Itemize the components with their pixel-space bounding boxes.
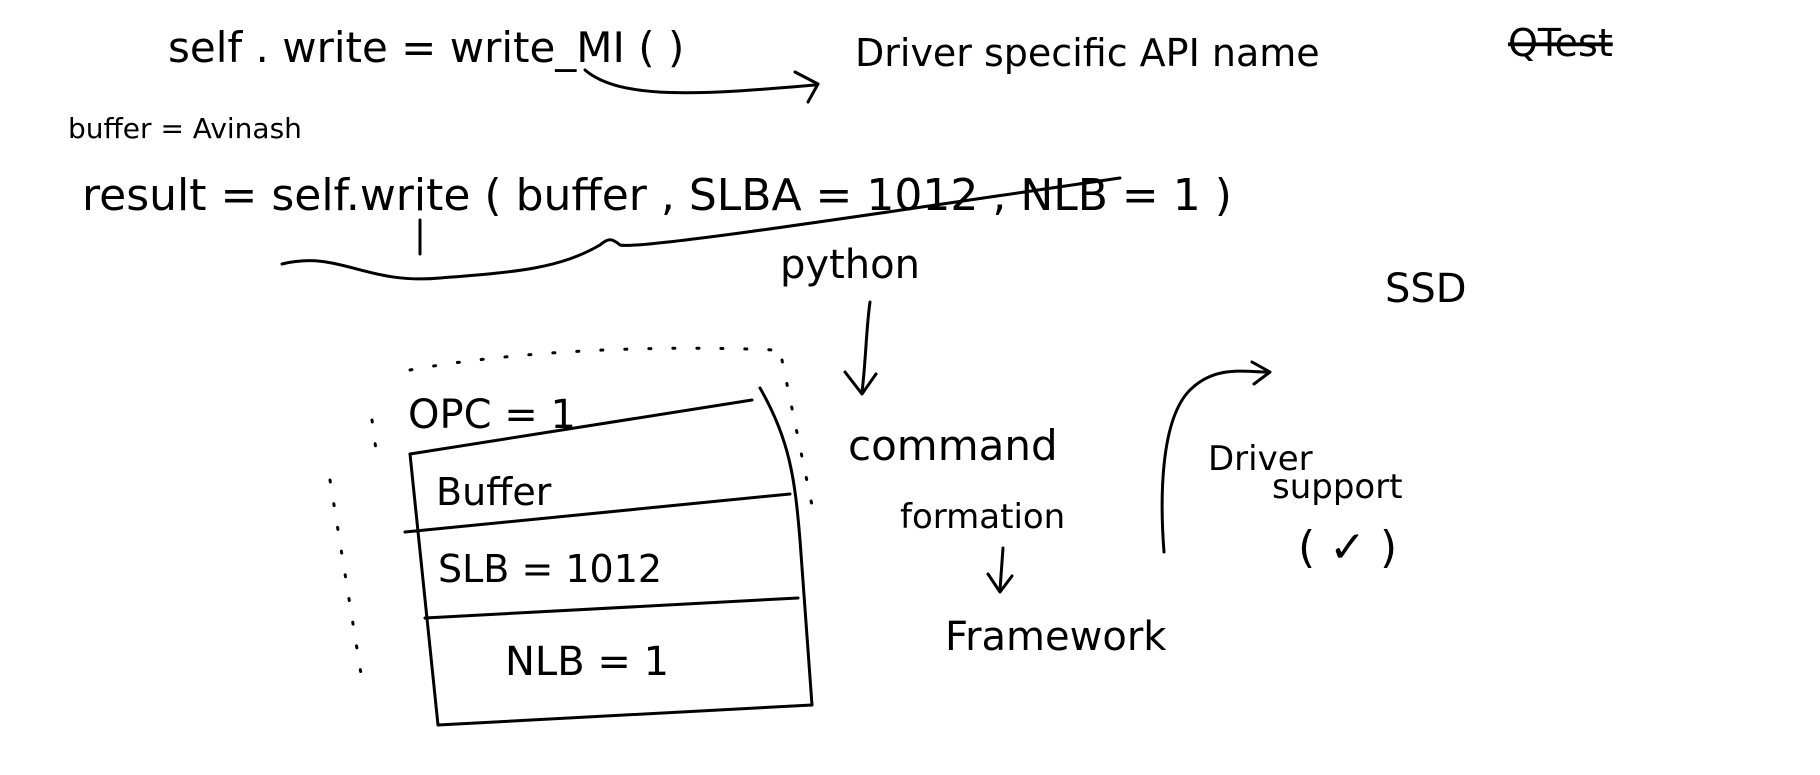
command-box-top-line: [408, 398, 754, 456]
command-box-outline: [408, 386, 814, 727]
command-label: command: [848, 421, 1058, 470]
formation-label: formation: [900, 497, 1065, 537]
command-box-buffer: Buffer: [436, 470, 552, 514]
driver-label: Driver: [1208, 439, 1313, 479]
dotted-frame-left-upper: [370, 418, 378, 452]
command-box-nlb: NLB = 1: [505, 639, 669, 685]
command-box-divider-1: [403, 492, 792, 534]
driver-specific-api-label: Driver specific API name: [855, 31, 1320, 75]
support-label: support: [1272, 467, 1403, 507]
framework-label: Framework: [945, 614, 1167, 660]
dotted-frame-top: [408, 346, 777, 372]
command-box-divider-2: [423, 596, 800, 620]
arrow-to-driver-api: [583, 68, 817, 95]
dotted-frame-right: [780, 358, 817, 522]
arrow-formation-to-framework: [998, 546, 1005, 592]
code-line-self-write: self . write = write_MI ( ): [168, 23, 684, 72]
code-line-result: result = self.write ( buffer , SLBA = 10…: [82, 170, 1232, 221]
ssd-label: SSD: [1385, 266, 1467, 312]
arrow-head-driver-api: [793, 70, 820, 104]
arrow-head-ssd: [1250, 360, 1272, 386]
underbrace: [280, 176, 1122, 281]
buffer-note: buffer = Avinash: [68, 112, 302, 145]
arrow-python-to-command: [860, 300, 872, 394]
support-check-mark: ( ✓ ): [1298, 522, 1397, 573]
arrow-head-framework: [986, 572, 1014, 594]
command-box-slb: SLB = 1012: [438, 547, 662, 591]
python-label: python: [780, 242, 920, 288]
dotted-frame-left: [328, 478, 364, 682]
arrow-framework-to-ssd: [1160, 369, 1270, 554]
qtest-label: QTest: [1508, 21, 1613, 65]
arrow-head-command: [843, 370, 878, 396]
command-box-opc: OPC = 1: [408, 392, 576, 438]
